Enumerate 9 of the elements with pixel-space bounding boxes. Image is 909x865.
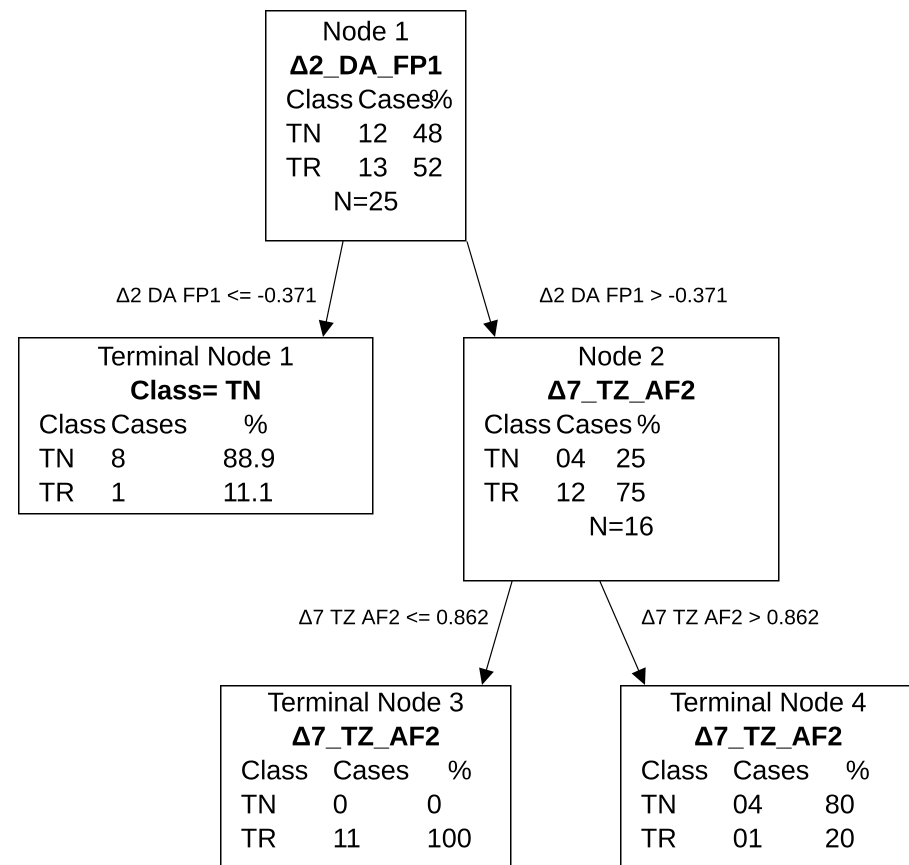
edge-label: Δ7 TZ AF2 > 0.862 [640,608,820,626]
tree-node-box: Terminal Node 1 Class= TN Class Cases % TN 8 88.9 TR 1 11.1 [18,337,374,514]
tree-node-box: Node 1 Δ2_DA_FP1 Class Cases% TN 12 48 TR 13 52 N=25 [265,10,466,242]
tree-node-box: Terminal Node 3 Δ7_TZ_AF2 Class Cases % TN 0 0 TR 11 100 [220,685,512,865]
edge-label: Δ7 TZ AF2 <= 0.862 [298,608,490,626]
edge-label: Δ2 DA FP1 <= -0.371 [115,286,318,304]
tree-node-box: Terminal Node 4 Δ7_TZ_AF2 Class Cases % TN 04 80 TR 01 20 [620,685,909,865]
edge-label: Δ2 DA FP1 > -0.371 [538,286,729,304]
tree-node-box: Node 2 Δ7_TZ_AF2 Class Cases % TN 04 25 TR 12 75 N=16 [463,337,780,582]
